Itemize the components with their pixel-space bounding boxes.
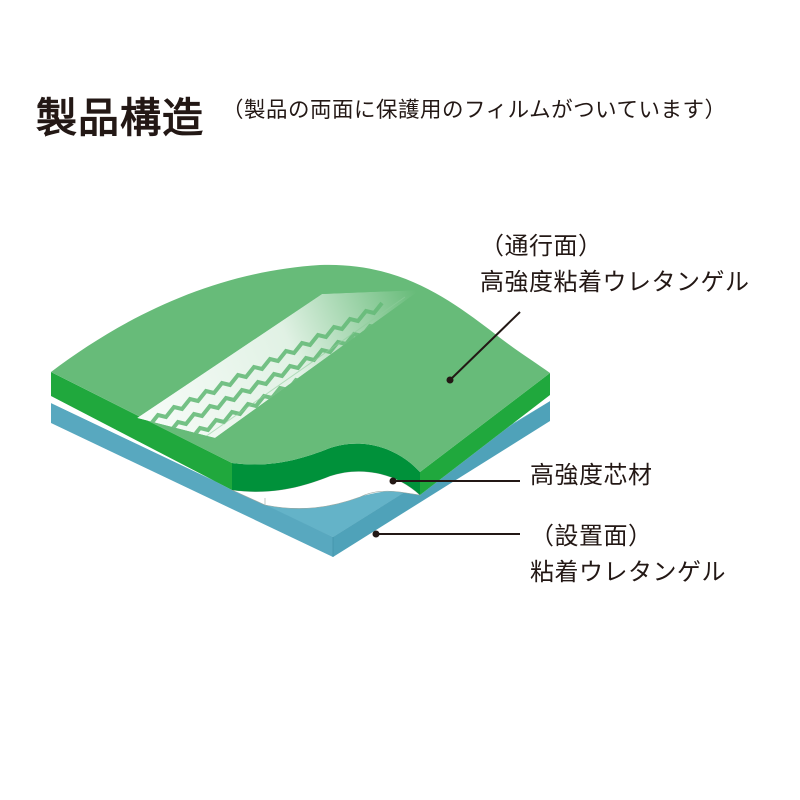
label-bottom-surface: （設置面） 粘着ウレタンゲル xyxy=(530,518,726,590)
label-core: 高強度芯材 xyxy=(530,457,653,493)
label-bottom-surface-line1: （設置面） xyxy=(530,522,653,550)
label-bottom-surface-line2: 粘着ウレタンゲル xyxy=(530,558,726,586)
top-layer-right-side xyxy=(420,373,550,495)
top-layer-wave-side xyxy=(232,443,420,495)
bottom-layer-right-side xyxy=(333,401,550,557)
label-top-surface: （通行面） 高強度粘着ウレタンゲル xyxy=(480,228,750,300)
label-top-surface-line2: 高強度粘着ウレタンゲル xyxy=(480,268,750,296)
leader-top-surface xyxy=(446,311,521,384)
bottom-layer-left-side xyxy=(51,403,333,557)
leader-bottom-surface xyxy=(372,530,520,538)
page-title: 製品構造 xyxy=(36,94,204,142)
label-top-surface-line1: （通行面） xyxy=(480,232,603,260)
page-subtitle: （製品の両面に保護用のフィルムがついています） xyxy=(222,98,727,123)
top-layer-left-side xyxy=(51,372,232,490)
label-core-text: 高強度芯材 xyxy=(530,461,653,489)
bottom-gel-layer xyxy=(51,401,550,557)
top-gel-layer xyxy=(51,264,550,495)
leader-core xyxy=(389,477,520,485)
